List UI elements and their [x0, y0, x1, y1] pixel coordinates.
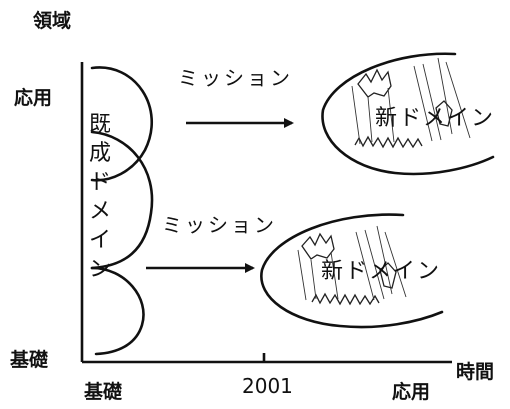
new-domain-lower: 新ドメイン: [260, 213, 444, 329]
existing-domain-char: メ: [89, 199, 111, 224]
existing-domain-bulge-middle: [90, 130, 154, 270]
existing-domain-char: イ: [89, 228, 111, 253]
mission-label-upper: ミッション: [178, 66, 293, 90]
new-domain-label-upper: 新ドメイン: [375, 106, 495, 131]
existing-domain-bulge-lower: [90, 266, 145, 356]
existing-domain-char: ド: [89, 170, 111, 195]
stroke-sketch-lower: [297, 249, 339, 301]
stroke-sketch-upper: [351, 85, 395, 145]
existing-domain-char: 既: [89, 112, 111, 137]
existing-domain-char: ン: [89, 257, 111, 282]
hatch-sketch-upper: [413, 57, 471, 142]
figure-sketch-upper: [435, 100, 453, 127]
y-tick-basic: 基礎: [9, 348, 48, 371]
crowd-sketch-lower: [311, 292, 380, 306]
hand-sketch-lower: [301, 232, 335, 260]
existing-domain-char: 成: [89, 141, 111, 166]
x-axis-title: 時間: [456, 361, 494, 383]
hand-sketch-upper: [357, 68, 392, 98]
new-domain-label-lower: 新ドメイン: [321, 259, 441, 284]
x-tick-year: 2001: [242, 374, 293, 398]
x-tick-basic: 基礎: [83, 380, 122, 403]
existing-domain-label: 既 成 ド メ イ ン: [89, 112, 111, 282]
new-domain-boundary-lower: [260, 213, 444, 329]
figure-sketch-lower: [379, 262, 397, 289]
x-tick-applied: 応用: [392, 380, 430, 403]
mission-label-lower: ミッション: [162, 213, 277, 237]
existing-domain-bulge-upper: [90, 66, 154, 182]
hatch-sketch-lower: [355, 225, 407, 301]
new-domain-boundary-upper: [321, 52, 495, 176]
y-tick-applied: 応用: [14, 86, 52, 109]
new-domain-upper: 新ドメイン: [321, 52, 495, 176]
y-axis-title: 領域: [33, 9, 71, 32]
crowd-sketch-upper: [354, 135, 423, 149]
